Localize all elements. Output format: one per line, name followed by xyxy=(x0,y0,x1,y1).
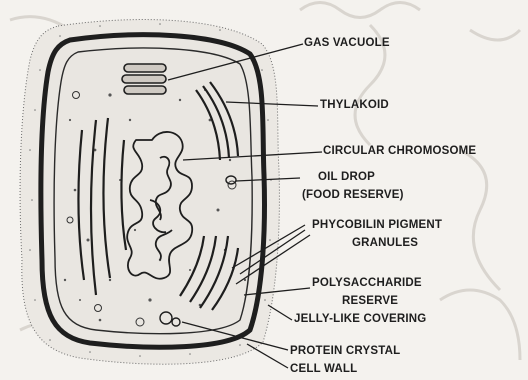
label-cell-wall: CELL WALL xyxy=(290,364,357,376)
label-granules: GRANULES xyxy=(352,238,418,250)
label-reserve: RESERVE xyxy=(342,296,398,308)
gas-vacuole xyxy=(122,64,166,94)
label-gas-vacuole: GAS VACUOLE xyxy=(304,38,390,50)
label-polysaccharide: POLYSACCHARIDE xyxy=(312,278,422,290)
label-thylakoid: THYLAKOID xyxy=(320,100,389,112)
label-phycobilin-pigment: PHYCOBILIN PIGMENT xyxy=(312,220,442,232)
label-protein-crystal: PROTEIN CRYSTAL xyxy=(290,346,400,358)
label-circular-chromosome: CIRCULAR CHROMOSOME xyxy=(323,146,476,158)
label-food-reserve: (FOOD RESERVE) xyxy=(302,190,404,202)
label-jelly-covering: JELLY-LIKE COVERING xyxy=(294,314,426,326)
label-oil-drop: OIL DROP xyxy=(318,172,375,184)
